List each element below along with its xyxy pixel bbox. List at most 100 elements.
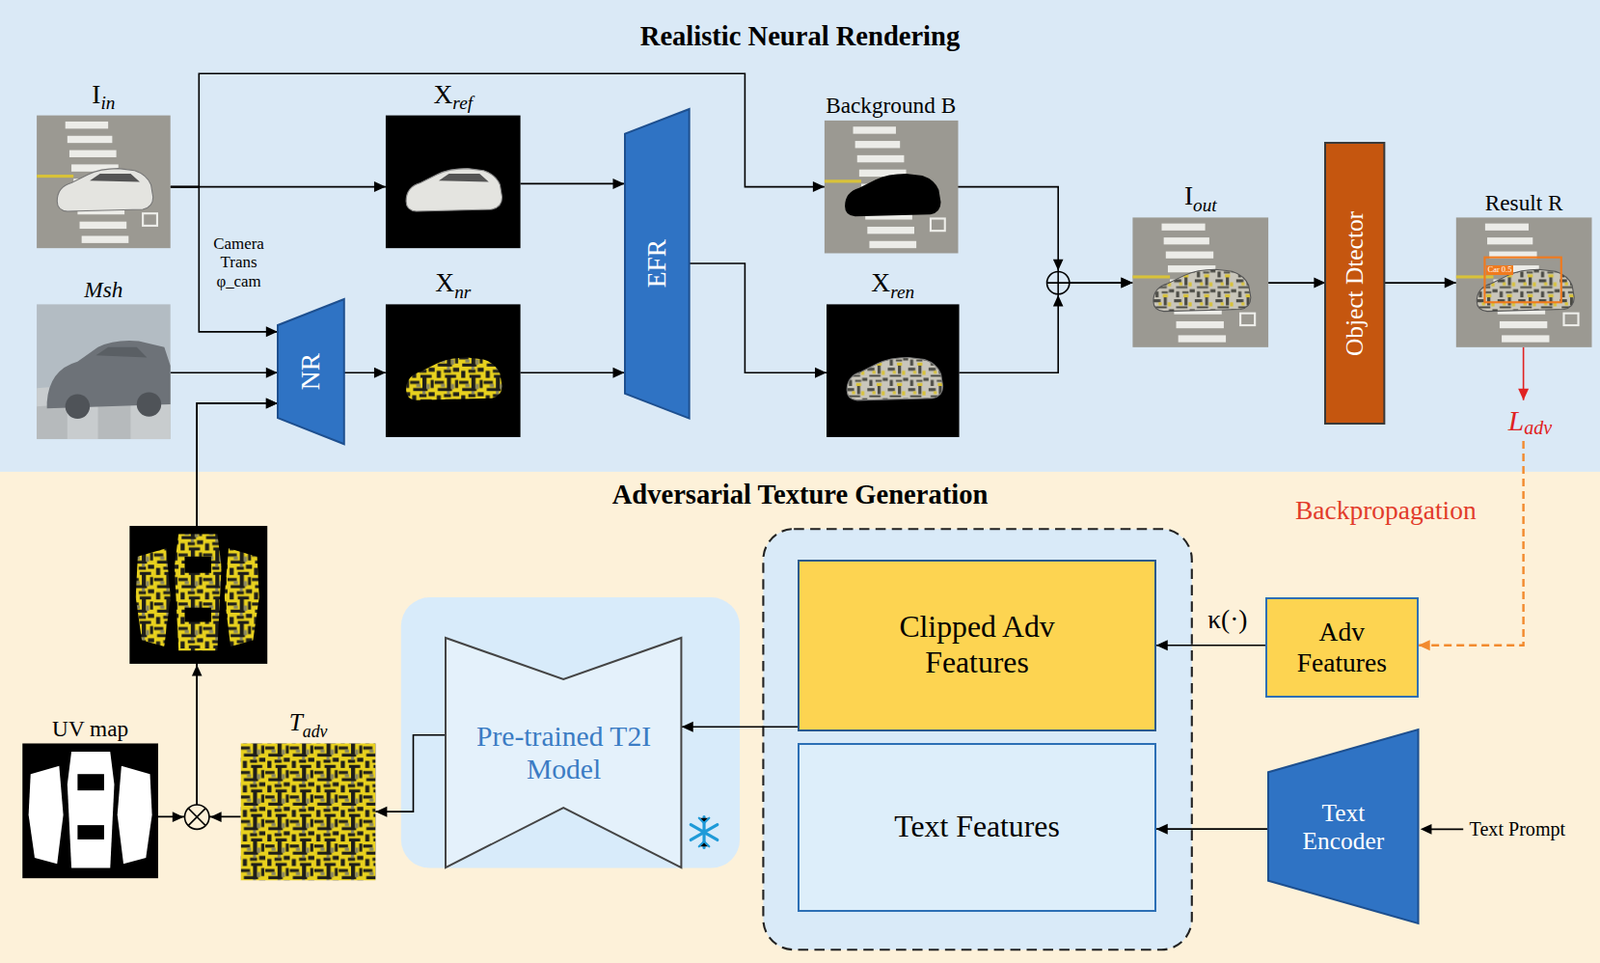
- loss-symbol: L: [1508, 404, 1524, 437]
- connector-line: [688, 263, 827, 373]
- shape-fill: [1325, 142, 1384, 424]
- arrowhead: [1156, 823, 1168, 835]
- subscript: adv: [302, 721, 328, 741]
- region-band: Adversarial Texture GenerationUV mapTadv…: [0, 471, 1600, 963]
- connector-line: [375, 734, 446, 812]
- arrowhead: [374, 181, 386, 192]
- connector-line: [170, 187, 278, 332]
- connector: [170, 187, 278, 338]
- subscript: ren: [890, 281, 915, 302]
- symbol: Msh: [83, 276, 123, 302]
- image-caption: Tadv: [163, 708, 454, 741]
- connector: [959, 277, 1134, 374]
- input-label: Text Prompt: [1469, 817, 1567, 841]
- image-panel: Msh: [36, 303, 171, 439]
- edge-label: κ(·): [1207, 603, 1248, 635]
- label: Car 0.5: [1486, 258, 1515, 276]
- loss-subscript: adv: [1523, 416, 1552, 439]
- arrowhead: [1120, 277, 1133, 289]
- feature-box: Adv Features: [1265, 596, 1419, 698]
- shape-fill: [624, 108, 690, 419]
- shape-fill: [277, 298, 345, 444]
- flow-note: Backpropagation: [1295, 494, 1477, 526]
- arrowhead: [266, 325, 278, 337]
- block-label: Adv Features: [1281, 616, 1403, 678]
- image-caption: Background B: [747, 93, 1035, 119]
- symbol: I: [1184, 180, 1194, 211]
- arrowhead: [1518, 388, 1529, 401]
- connector-line: [959, 282, 1134, 373]
- connector-line: [956, 187, 1133, 284]
- label: κ(·): [1207, 603, 1248, 635]
- renderer-block: NR: [277, 298, 345, 444]
- symbol: X: [434, 267, 455, 298]
- connector: [344, 367, 386, 379]
- connector: [956, 187, 1133, 289]
- connector-line: [1156, 644, 1266, 647]
- arrowhead: [1120, 277, 1133, 289]
- detection-tag: Car 0.5: [1486, 265, 1515, 275]
- image-caption: Iin: [0, 80, 248, 114]
- connector: [1268, 277, 1326, 289]
- connector-line: [681, 725, 799, 728]
- image-panel: Xnr: [385, 303, 521, 437]
- band-title: Realistic Neural Rendering: [0, 0, 1600, 54]
- connector: [375, 734, 446, 817]
- model-hourglass: Pre-trained T2I Model: [445, 637, 681, 868]
- arrowhead: [266, 397, 278, 408]
- arrowhead: [1444, 277, 1457, 289]
- encoder-block: Text Encoder: [1268, 729, 1419, 923]
- symbol: Background B: [825, 92, 956, 118]
- label: L: [1508, 404, 1524, 437]
- symbol: I: [91, 79, 101, 109]
- symbol: T: [289, 707, 303, 735]
- image-panel: UV map: [22, 742, 159, 878]
- edge-label: Camera Trans φ_cam: [206, 234, 272, 291]
- arrowhead: [266, 367, 278, 379]
- block-label: Text Encoder: [1290, 798, 1397, 855]
- connector: [1156, 823, 1269, 835]
- image-panel: Xref: [385, 115, 521, 249]
- block-label: Clipped Adv Features: [860, 609, 1093, 680]
- connector: [681, 721, 799, 733]
- block-label: NR: [296, 352, 326, 390]
- image-panel: Tadv: [241, 742, 377, 880]
- image-caption: UV map: [0, 716, 236, 742]
- image-caption: Msh: [0, 277, 248, 303]
- arrowhead: [814, 367, 827, 379]
- image-panel: Result R: [1456, 216, 1593, 347]
- connector: [1384, 277, 1457, 289]
- symbol: X: [870, 267, 891, 298]
- subscript: nr: [454, 281, 471, 302]
- connector: [170, 181, 386, 192]
- subscript: out: [1193, 194, 1218, 216]
- label: Camera Trans φ_cam: [206, 234, 272, 291]
- image-caption: Iout: [1055, 181, 1346, 216]
- refiner-block: EFR: [624, 108, 690, 419]
- image-panel: Iout: [1132, 216, 1269, 347]
- connector-line: [520, 183, 625, 186]
- image-caption: Xren: [749, 268, 1037, 302]
- connector: [688, 263, 827, 379]
- arrowhead: [266, 397, 278, 408]
- symbol: UV map: [52, 715, 129, 741]
- feature-box: Text Features: [797, 742, 1156, 912]
- block-label: Object Dtector: [1341, 211, 1369, 356]
- connector: [170, 367, 278, 379]
- label: Text Prompt: [1469, 817, 1567, 841]
- arrowhead: [374, 367, 386, 379]
- block-label: Pre-trained T2I Model: [469, 719, 659, 786]
- arrowhead: [681, 721, 694, 733]
- subscript: ref: [452, 92, 473, 113]
- arrowhead: [613, 178, 625, 190]
- shape-fill: [445, 637, 681, 868]
- arrowhead: [375, 806, 387, 817]
- image-panel: Xren: [826, 303, 960, 437]
- connector-line: [520, 371, 625, 374]
- image-caption: Result R: [1379, 190, 1600, 217]
- image-caption: Xref: [308, 80, 598, 114]
- connector: [520, 367, 625, 379]
- symbol: X: [433, 79, 453, 109]
